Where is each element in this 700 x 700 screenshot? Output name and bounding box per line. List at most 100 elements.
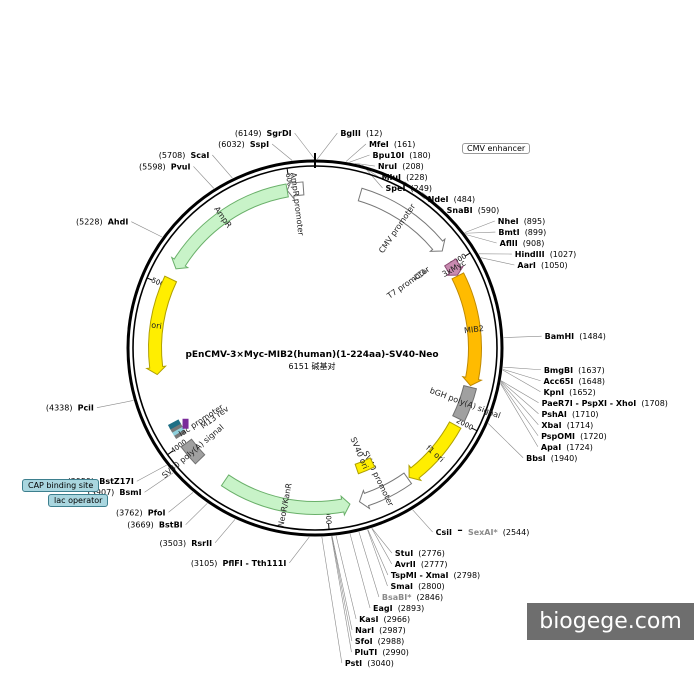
cmv-enhancer-label: CMV enhancer xyxy=(462,143,531,154)
site-position: (1652) xyxy=(569,388,596,397)
site-position: (3503) xyxy=(160,539,187,548)
site-kpni: KpnI (1652) xyxy=(543,380,595,399)
site-bstbi: (3669) BstBI xyxy=(127,513,182,532)
site-name: BstBI xyxy=(159,521,183,530)
feature-sv40-ori xyxy=(354,457,376,475)
site-labels: BglII (12)MfeI (161)Bpu10I (180)NruI (20… xyxy=(46,121,668,668)
site-name: SpeI xyxy=(386,184,406,193)
site-pvui: (5598) PvuI xyxy=(139,154,190,173)
site-name: PvuI xyxy=(171,162,191,171)
site-acc65i: Acc65I (1648) xyxy=(544,369,606,388)
site-stui: StuI (2776) xyxy=(395,541,445,560)
site-name: BbsI xyxy=(526,454,546,463)
site-leader-line xyxy=(131,221,163,238)
site-name: MfeI xyxy=(369,140,389,149)
site-name: HindIII xyxy=(515,250,545,259)
site-pspomi: PspOMI (1720) xyxy=(541,424,607,443)
small-feature-cap-binding-site xyxy=(167,419,181,430)
site-name: BmgBI xyxy=(544,366,573,375)
site-leader-line xyxy=(412,509,433,533)
site-name: ScaI xyxy=(190,151,209,160)
site-name: NarI xyxy=(355,626,374,635)
site-leader-line xyxy=(367,529,389,576)
site-name: SnaBI xyxy=(447,206,473,215)
site-leader-line xyxy=(371,528,393,554)
site-nhei: NheI (895) xyxy=(498,209,545,228)
site-position: (180) xyxy=(409,151,431,160)
site-scai: (5708) ScaI xyxy=(159,143,210,162)
site-leader-line xyxy=(168,492,194,513)
site-leader-line xyxy=(214,519,236,544)
feature-mib2 xyxy=(451,272,483,387)
feature-t7-promoter xyxy=(413,268,428,281)
site-leader-line xyxy=(331,536,353,642)
site-position: (1724) xyxy=(566,443,593,452)
tick-mark xyxy=(286,168,289,175)
site-leader-line xyxy=(193,166,215,189)
feature-label-mib2: MIB2 xyxy=(464,324,485,335)
site-position: (2966) xyxy=(384,615,411,624)
site-position: (4338) xyxy=(46,404,73,413)
site-position: (2988) xyxy=(378,637,405,646)
site-position: (899) xyxy=(525,228,547,237)
site-leader-line xyxy=(358,531,380,598)
site-name: BglII xyxy=(340,129,361,138)
site-bsmi: (3907) BsmI xyxy=(88,480,142,499)
site-name: BstZ17I xyxy=(99,477,134,486)
site-name: PaeR7I - PspXI - XhoI xyxy=(542,399,637,408)
site-name: MluI xyxy=(382,173,401,182)
feature-label-t7-promoter: T7 promoter xyxy=(385,264,432,301)
site-bbsi: BbsI (1940) xyxy=(526,446,577,465)
site-position: (1050) xyxy=(541,261,568,270)
tick-mark xyxy=(167,450,173,456)
site-leader-line xyxy=(294,132,315,160)
site-position: (1720) xyxy=(580,432,607,441)
site-apai: ApaI (1724) xyxy=(541,435,593,454)
site-position: (5228) xyxy=(76,218,103,227)
feature-bgh-poly-a-signal xyxy=(452,384,478,423)
site-pflfi-tth111i: (3105) PflFI - Tth111I xyxy=(191,551,287,570)
site-kasi: KasI (2966) xyxy=(359,607,410,626)
site-leader-line xyxy=(503,366,541,371)
site-bglii: BglII (12) xyxy=(340,121,382,140)
tick-label: 3000 xyxy=(323,506,332,524)
feature-neor-kanr xyxy=(220,474,351,517)
site-name: Bpu10I xyxy=(373,151,405,160)
site-position: (908) xyxy=(523,239,545,248)
site-leader-line xyxy=(500,383,539,447)
site-leader-line xyxy=(212,154,233,179)
site-leader-line xyxy=(466,234,497,244)
feature-cmv-promoter xyxy=(357,187,446,252)
site-name: SgrDI xyxy=(267,129,292,138)
site-leader-line xyxy=(500,380,539,414)
feature-ori xyxy=(145,275,178,376)
site-avrii: AvrII (2777) xyxy=(395,552,448,571)
site-spei: SpeI (249) xyxy=(386,176,433,195)
site-position: (2544) xyxy=(503,528,530,537)
site-position: (484) xyxy=(454,195,476,204)
site-position: (2800) xyxy=(418,582,445,591)
site-leader-line xyxy=(136,464,167,482)
site-name: AarI xyxy=(517,261,536,270)
site-name: XbaI xyxy=(541,421,561,430)
site-name: NruI xyxy=(378,162,397,171)
site-position: (1708) xyxy=(641,399,668,408)
site-name: StuI xyxy=(395,549,413,558)
site-leader-line xyxy=(331,536,353,631)
site-position: (1940) xyxy=(551,454,578,463)
site-leader-line xyxy=(500,381,539,425)
site-name: KasI xyxy=(359,615,378,624)
site-name: NheI xyxy=(498,217,519,226)
site-hindiii: HindIII (1027) xyxy=(515,242,577,261)
site-position: (2987) xyxy=(379,626,406,635)
feature-label-ori: ori xyxy=(151,321,163,331)
site-position: (12) xyxy=(366,129,382,138)
plasmid-size: 6151 碱基对 xyxy=(289,361,336,371)
backbone-outer-ring xyxy=(126,159,504,537)
feature-3xmyc xyxy=(443,258,464,276)
site-name: BamHI xyxy=(545,332,575,341)
backbone-inner-ring xyxy=(132,165,498,531)
site-leader-line xyxy=(144,472,174,493)
